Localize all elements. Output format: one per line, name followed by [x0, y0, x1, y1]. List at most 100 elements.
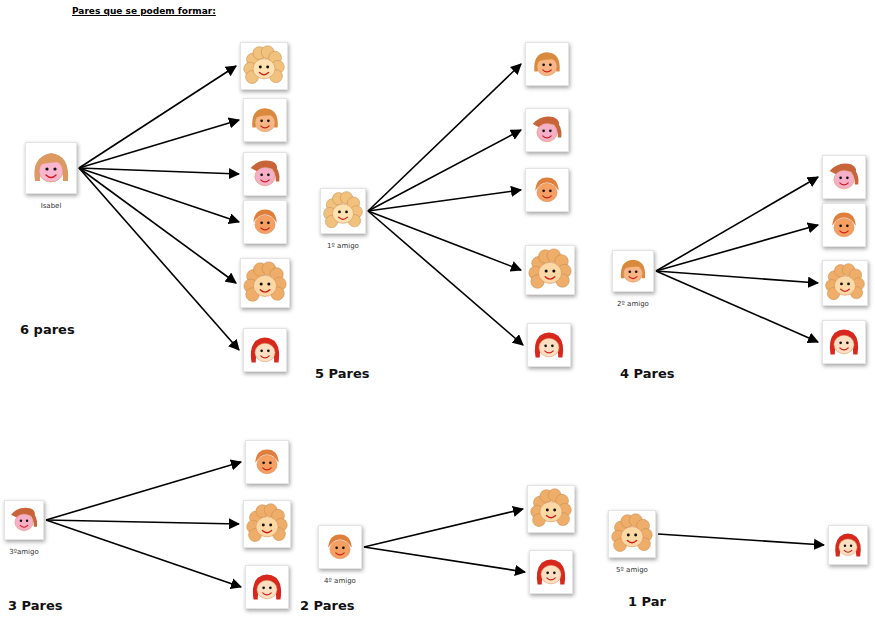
face-card: [529, 550, 573, 594]
face-icon: [829, 526, 867, 564]
face-card: [525, 108, 569, 152]
pair-count: 1 Par: [628, 594, 666, 609]
face-card: [243, 200, 287, 244]
face-tile: [525, 245, 575, 295]
face-icon: [244, 329, 286, 371]
pair-arrow: [658, 534, 824, 545]
face-icon: [241, 259, 289, 307]
pair-arrow: [79, 168, 236, 283]
pair-count: 3 Pares: [8, 598, 63, 613]
face-card: 5º amigo: [608, 510, 656, 574]
pair-count: 5 Pares: [315, 366, 370, 381]
face-tile: [243, 152, 287, 196]
face-card: Isabel: [25, 142, 77, 210]
face-tile: [243, 98, 287, 142]
face-card: 1º amigo: [320, 188, 366, 250]
friend-name: Isabel: [41, 202, 62, 210]
face-tile: [243, 200, 287, 244]
face-icon: [823, 204, 865, 246]
face-card: [828, 525, 868, 565]
pair-arrow: [656, 177, 818, 271]
face-icon: [528, 324, 570, 366]
face-icon: [244, 153, 286, 195]
face-tile: [25, 142, 77, 194]
pair-arrow: [79, 168, 239, 174]
face-icon: [609, 511, 655, 557]
pair-arrow: [79, 168, 239, 350]
face-tile: [525, 108, 569, 152]
face-card: [245, 565, 289, 609]
face-card: [240, 42, 288, 90]
face-tile: [243, 328, 287, 372]
face-tile: [525, 42, 569, 86]
face-icon: [321, 189, 365, 233]
pair-count: 2 Pares: [300, 598, 355, 613]
face-card: 2º amigo: [612, 250, 654, 308]
face-card: [822, 260, 868, 306]
face-card: [525, 245, 575, 295]
face-card: [243, 500, 291, 548]
friend-name: 2º amigo: [617, 300, 649, 308]
face-tile: [828, 525, 868, 565]
pair-arrow: [364, 509, 523, 547]
face-tile: [525, 168, 569, 212]
pair-arrow: [368, 130, 521, 211]
face-tile: [612, 250, 654, 292]
face-card: [527, 323, 571, 367]
face-tile: [608, 510, 656, 558]
pair-count: 4 Pares: [620, 366, 675, 381]
face-icon: [526, 109, 568, 151]
face-tile: [527, 485, 575, 533]
face-tile: [527, 323, 571, 367]
face-icon: [823, 156, 865, 198]
face-icon: [530, 551, 572, 593]
face-icon: [241, 43, 287, 89]
face-card: [240, 258, 290, 308]
face-tile: [822, 320, 866, 364]
pair-arrow: [79, 120, 239, 168]
pair-arrow: [368, 211, 521, 270]
face-icon: [26, 143, 76, 193]
face-card: [243, 98, 287, 142]
face-tile: [822, 260, 868, 306]
face-card: [525, 168, 569, 212]
face-tile: [529, 550, 573, 594]
pair-arrow: [364, 547, 525, 572]
friend-name: 3ºamigo: [9, 548, 39, 556]
face-icon: [528, 486, 574, 532]
face-card: [822, 155, 866, 199]
face-tile: [240, 42, 288, 90]
face-icon: [823, 261, 867, 305]
pair-arrow: [46, 462, 241, 520]
face-icon: [244, 201, 286, 243]
face-tile: [240, 258, 290, 308]
face-card: [822, 320, 866, 364]
face-icon: [246, 441, 288, 483]
pair-arrow: [368, 64, 521, 211]
diagram-title: Pares que se podem formar:: [72, 6, 216, 16]
pair-arrow: [656, 225, 818, 271]
face-icon: [526, 246, 574, 294]
pair-arrow: [46, 520, 239, 524]
face-icon: [526, 169, 568, 211]
friend-name: 4º amigo: [324, 577, 356, 585]
face-icon: [244, 99, 286, 141]
face-tile: [245, 565, 289, 609]
face-tile: [4, 500, 44, 540]
face-icon: [613, 251, 653, 291]
pair-arrow: [79, 66, 236, 168]
face-icon: [526, 43, 568, 85]
face-card: [245, 440, 289, 484]
face-tile: [320, 188, 366, 234]
face-card: 4º amigo: [318, 525, 362, 585]
face-card: [243, 328, 287, 372]
face-card: [243, 152, 287, 196]
face-icon: [319, 526, 361, 568]
face-card: 3ºamigo: [4, 500, 44, 556]
face-tile: [822, 203, 866, 247]
face-card: [822, 203, 866, 247]
face-icon: [246, 566, 288, 608]
face-icon: [244, 501, 290, 547]
pair-arrow: [46, 520, 241, 587]
